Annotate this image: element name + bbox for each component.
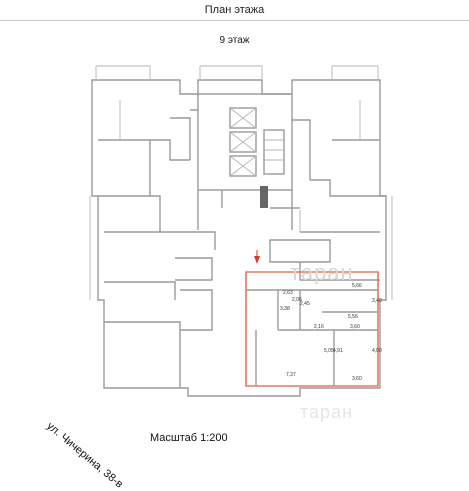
building-outline bbox=[89, 65, 393, 397]
dimension-label: 4,91 bbox=[333, 348, 343, 354]
watermark: таран bbox=[290, 260, 354, 285]
dimension-label: 3,40 bbox=[372, 298, 382, 304]
floor-plan: 2,632,062,45 5,66 3,40 3,38 5,56 2,16 3,60 5,05… bbox=[89, 65, 393, 422]
dimension-label: 3,38 bbox=[280, 306, 290, 312]
dimension-label: 2,06 bbox=[292, 297, 302, 303]
building-core bbox=[170, 93, 311, 230]
dimension-label: 2,45 bbox=[300, 301, 310, 307]
header-divider bbox=[0, 20, 469, 21]
left-wing-walls bbox=[98, 100, 216, 388]
apartment-highlight bbox=[245, 250, 379, 387]
right-wing-walls bbox=[269, 100, 386, 281]
dimension-label: 7,37 bbox=[286, 372, 296, 378]
dimension-label: 5,56 bbox=[348, 314, 358, 320]
dimension-label: 2,63 bbox=[283, 290, 293, 296]
dimension-label: 5,05 bbox=[324, 348, 334, 354]
dimension-label: 3,60 bbox=[352, 376, 362, 382]
dimension-label: 5,66 bbox=[352, 283, 362, 289]
entry-marker-icon bbox=[254, 256, 260, 264]
watermark-faint: таран bbox=[300, 402, 353, 422]
page-title: План этажа bbox=[204, 4, 265, 16]
floor-label: 9 этаж bbox=[219, 35, 250, 46]
dimension-labels: 2,632,062,45 5,66 3,40 3,38 5,56 2,16 3,60 5,05… bbox=[280, 283, 382, 382]
dimension-label: 2,16 bbox=[314, 324, 324, 330]
scale-label: Масштаб 1:200 bbox=[150, 432, 228, 444]
dimension-label: 4,00 bbox=[372, 348, 382, 354]
shaft-fill bbox=[260, 186, 268, 208]
dimension-label: 3,60 bbox=[350, 324, 360, 330]
